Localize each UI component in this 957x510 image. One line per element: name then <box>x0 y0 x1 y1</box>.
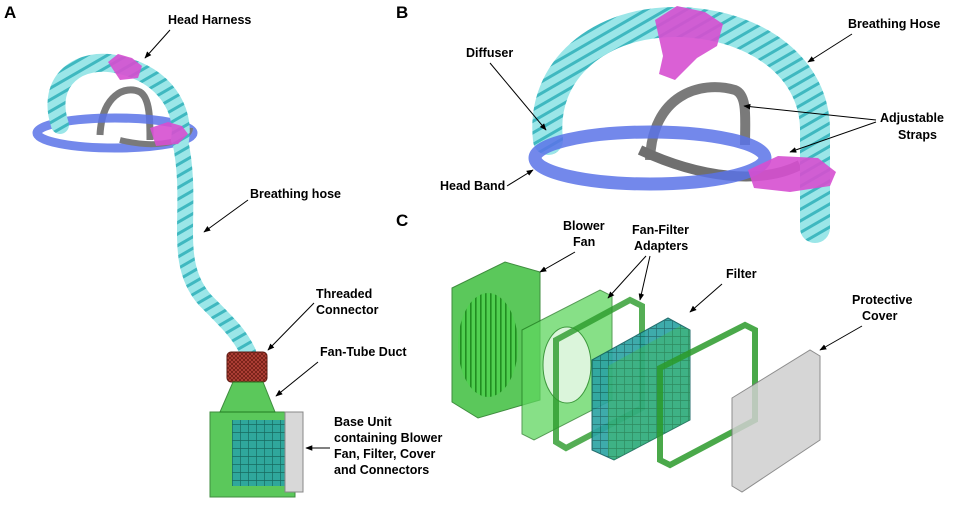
label-filter: Filter <box>726 267 757 281</box>
threaded-connector-a <box>226 351 268 383</box>
head-band-a <box>32 113 198 153</box>
filter-a <box>232 420 287 486</box>
panel-b-letter: B <box>396 3 408 22</box>
label-protective-cover-1: Protective <box>852 293 912 307</box>
leader-breathing-hose-a <box>203 199 249 233</box>
leader-fan-filter-adapters-1 <box>607 255 647 299</box>
panel-c-letter: C <box>396 211 408 230</box>
label-adjustable-straps-2: Straps <box>898 128 937 142</box>
leader-filter <box>689 283 723 313</box>
panel-b: B Diffuser Breathing Hose Adjustable Str… <box>396 3 944 243</box>
label-base-unit-1: Base Unit <box>334 415 392 429</box>
filter <box>591 317 691 461</box>
clip-top-a <box>108 54 142 80</box>
label-protective-cover-2: Cover <box>862 309 898 323</box>
clip-side-a <box>150 122 188 146</box>
label-blower-fan-1: Blower <box>563 219 605 233</box>
label-threaded-connector-1: Threaded <box>316 287 372 301</box>
cover-a <box>284 411 304 493</box>
blower-fan-impeller <box>458 293 518 397</box>
label-breathing-hose-a: Breathing hose <box>250 187 341 201</box>
leader-threaded-connector <box>267 302 315 351</box>
label-breathing-hose-b: Breathing Hose <box>848 17 940 31</box>
clip-side-b <box>748 156 836 192</box>
filter-frame <box>608 326 690 460</box>
leader-protective-cover <box>819 325 863 351</box>
label-fan-filter-adapters-1: Fan-Filter <box>632 223 689 237</box>
label-base-unit-3: Fan, Filter, Cover <box>334 447 436 461</box>
leader-blower-fan <box>539 251 576 273</box>
head-band-b <box>528 125 772 191</box>
label-diffuser: Diffuser <box>466 46 513 60</box>
label-base-unit-4: and Connectors <box>334 463 429 477</box>
breathing-hose-a <box>172 132 256 360</box>
label-fan-tube-duct: Fan-Tube Duct <box>320 345 407 359</box>
leader-head-band <box>506 169 534 187</box>
protective-cover <box>731 349 821 493</box>
clip-top-b <box>655 6 723 80</box>
leader-adjustable-straps-2 <box>789 121 877 153</box>
panel-c: C Blower Fan Fan-Filter Adapters Filter … <box>396 211 912 493</box>
leader-breathing-hose-b <box>807 33 853 63</box>
label-head-harness: Head Harness <box>168 13 251 27</box>
leader-fan-tube-duct <box>275 361 319 397</box>
leader-fan-filter-adapters-2 <box>638 255 651 301</box>
label-threaded-connector-2: Connector <box>316 303 379 317</box>
label-fan-filter-adapters-2: Adapters <box>634 239 688 253</box>
leader-diffuser <box>489 62 547 131</box>
panel-a: A Head Harness Breathing hose Threaded C… <box>4 3 442 498</box>
label-base-unit-2: containing Blower <box>334 431 442 445</box>
label-blower-fan-2: Fan <box>573 235 595 249</box>
leader-adjustable-straps-1 <box>743 103 877 121</box>
fan-tube-duct-a <box>219 381 276 413</box>
adjustable-strap-b1 <box>645 82 751 161</box>
label-head-band: Head Band <box>440 179 505 193</box>
panel-a-letter: A <box>4 3 16 22</box>
leader-head-harness <box>144 29 171 59</box>
label-adjustable-straps-1: Adjustable <box>880 111 944 125</box>
adapter-1-opening <box>542 326 592 404</box>
